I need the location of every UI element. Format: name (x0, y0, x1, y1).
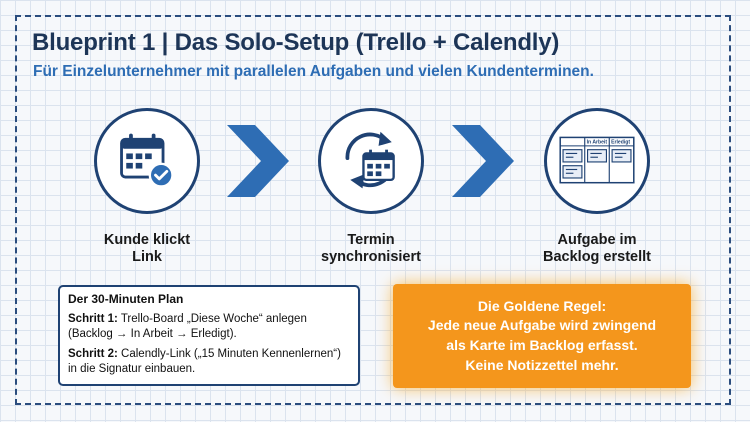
step-label-line: Aufgabe im (557, 232, 637, 248)
plan-step-2: Schritt 2: Calendly-Link („15 Minuten Ke… (68, 347, 350, 377)
plan-box: Der 30-Minuten Plan Schritt 1: Trello-Bo… (58, 285, 360, 386)
step-label-line: Link (132, 249, 162, 266)
golden-rule-line: Jede neue Aufgabe wird zwingend (427, 317, 657, 334)
step-label-line: synchronisiert (321, 249, 421, 266)
golden-rule-box: Die Goldene Regel: Jede neue Aufgabe wir… (393, 284, 691, 388)
chevron-right-icon (227, 125, 289, 197)
plan-heading: Der 30-Minuten Plan (68, 292, 184, 306)
plan-step-2-label: Schritt 2: (68, 347, 118, 360)
calendar-sync-icon (345, 131, 395, 189)
step-label-line: Backlog erstellt (543, 249, 651, 266)
step-label-sync: Termin synchronisiert (286, 232, 456, 267)
step-label-line: Termin (347, 232, 395, 248)
calendar-check-icon (120, 133, 174, 188)
step-circle-booking (94, 108, 200, 214)
golden-rule-line: als Karte im Backlog erfasst. (446, 337, 638, 353)
step-circle-backlog: In Arbeit Erledigt (544, 108, 650, 214)
step-label-booking: Kunde klickt Link (62, 232, 232, 267)
plan-step-1-text: Trello-Board „Diese Woche“ anlegen (Back… (68, 313, 307, 340)
board-column-erledigt: Erledigt (611, 140, 630, 146)
page-title: Blueprint 1 | Das Solo-Setup (Trello + C… (32, 29, 560, 56)
plan-step-2-text: Calendly-Link („15 Minuten Kennenlernen“… (68, 347, 341, 375)
dashed-frame (15, 15, 731, 405)
board-column-in-arbeit: In Arbeit (587, 140, 608, 146)
kanban-board-icon: In Arbeit Erledigt (559, 136, 635, 184)
plan-step-1-label: Schritt 1: (68, 313, 118, 325)
page-subtitle: Für Einzelunternehmer mit parallelen Auf… (33, 63, 594, 80)
chevron-right-icon (452, 125, 514, 197)
golden-rule-heading: Die Goldene Regel: (477, 297, 607, 314)
step-circle-sync (318, 108, 424, 214)
golden-rule-line: Keine Notizzettel mehr. (465, 356, 619, 373)
step-label-backlog: Aufgabe im Backlog erstellt (512, 232, 682, 267)
step-label-line: Kunde klickt (103, 232, 191, 248)
plan-step-1: Schritt 1: Trello-Board „Diese Woche“ an… (68, 312, 350, 342)
